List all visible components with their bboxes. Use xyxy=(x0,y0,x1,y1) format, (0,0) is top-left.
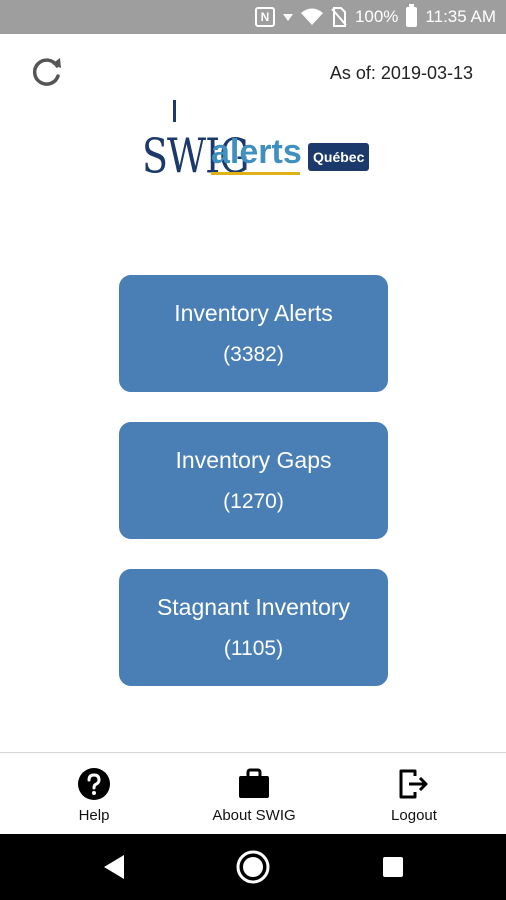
signal-icon xyxy=(282,12,293,22)
battery-percent: 100% xyxy=(354,7,399,26)
button-count: (1270) xyxy=(223,489,284,513)
logo-underline xyxy=(211,172,300,175)
status-bar: N 100% 11:35 AM xyxy=(0,0,506,34)
inventory-gaps-button[interactable]: Inventory Gaps (1270) xyxy=(119,422,388,539)
tab-label: About SWIG xyxy=(212,807,296,824)
button-label: Stagnant Inventory xyxy=(156,593,351,620)
inventory-alerts-button[interactable]: Inventory Alerts (3382) xyxy=(119,275,388,392)
no-sim-icon xyxy=(331,7,347,27)
bottom-tab-bar: Help About SWIG Logout xyxy=(0,752,506,834)
refresh-icon[interactable] xyxy=(26,52,66,92)
nfc-icon: N xyxy=(254,7,275,27)
logo-product: alerts xyxy=(211,133,302,171)
tab-label: Logout xyxy=(391,807,437,824)
home-icon[interactable] xyxy=(233,847,273,887)
button-count: (3382) xyxy=(223,342,284,366)
battery-icon xyxy=(406,4,418,27)
stagnant-inventory-button[interactable]: Stagnant Inventory (1105) xyxy=(119,569,388,686)
logo-region-badge: Québec xyxy=(308,143,370,171)
button-count: (1105) xyxy=(223,636,284,660)
button-label: Inventory Gaps xyxy=(175,446,332,473)
tab-logout[interactable]: Logout xyxy=(349,767,479,827)
swig-alerts-quebec-logo: SWIG alerts Québec xyxy=(140,98,372,188)
android-nav-bar xyxy=(0,834,506,900)
back-icon[interactable] xyxy=(94,847,134,887)
logout-icon xyxy=(399,769,428,799)
logo-accent-bar xyxy=(173,100,176,122)
tab-help[interactable]: Help xyxy=(29,767,159,827)
wifi-icon xyxy=(300,8,323,26)
recents-icon[interactable] xyxy=(373,847,413,887)
tab-about-swig[interactable]: About SWIG xyxy=(189,767,319,827)
as-of-date: As of: 2019-03-13 xyxy=(329,63,473,83)
briefcase-icon xyxy=(239,768,269,798)
status-icons: N 100% 11:35 AM xyxy=(254,0,496,34)
status-time: 11:35 AM xyxy=(425,7,496,26)
help-icon xyxy=(78,768,110,800)
button-label: Inventory Alerts xyxy=(174,299,333,326)
tab-label: Help xyxy=(78,807,110,824)
